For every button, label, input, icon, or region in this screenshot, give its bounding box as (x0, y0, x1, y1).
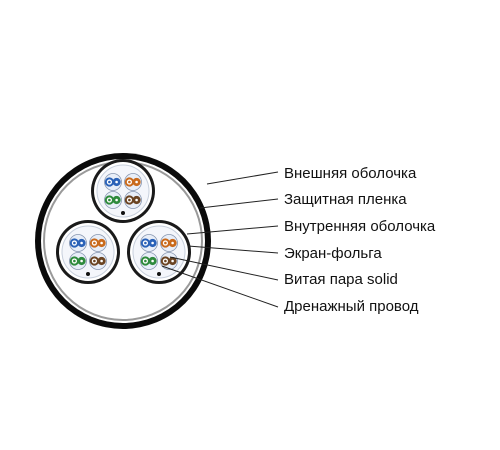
twisted-pair (104, 173, 122, 191)
conductor-core (164, 241, 167, 245)
conductor-core (100, 259, 103, 263)
callout-labels: Внешняя оболочка Защитная пленка Внутрен… (284, 165, 436, 315)
leader-outer-jacket (206, 171, 279, 185)
conductor-core (115, 180, 118, 184)
conductor-core (128, 180, 131, 184)
label-outer-jacket: Внешняя оболочка (284, 165, 417, 182)
pair-bundle-area (132, 225, 186, 279)
conductor-core (73, 241, 76, 245)
leader-drain-wire (161, 265, 279, 308)
shielded-subunit-right (127, 220, 191, 284)
drain-wire (157, 272, 161, 276)
conductor-core (135, 198, 138, 202)
conductor-core (115, 198, 118, 202)
conductor-core (93, 241, 96, 245)
conductor-core (151, 259, 154, 263)
twisted-pair (69, 252, 87, 270)
twisted-pair (124, 173, 142, 191)
conductor-core (135, 180, 138, 184)
conductor-core (80, 241, 83, 245)
leader-twisted-pair (169, 256, 279, 281)
conductor-core (144, 259, 147, 263)
leader-inner-jacket (186, 225, 279, 235)
conductor-core (108, 198, 111, 202)
shielded-subunit-top (91, 159, 155, 223)
leader-protective-film (199, 198, 279, 209)
conductor-core (93, 259, 96, 263)
conductor-core (164, 259, 167, 263)
conductor-core (128, 198, 131, 202)
drain-wire (121, 211, 125, 215)
conductor-core (151, 241, 154, 245)
twisted-pair (89, 234, 107, 252)
pair-bundle-area (96, 164, 150, 218)
twisted-pair (69, 234, 87, 252)
label-protective-film: Защитная пленка (284, 191, 407, 208)
leader-foil-screen (187, 245, 279, 254)
twisted-pair (104, 191, 122, 209)
conductor-core (80, 259, 83, 263)
cable-cross-section (35, 153, 211, 329)
twisted-pair (160, 252, 178, 270)
shielded-subunit-left (56, 220, 120, 284)
twisted-pair (140, 252, 158, 270)
drain-wire (86, 272, 90, 276)
label-inner-jacket: Внутренняя оболочка (284, 218, 436, 235)
twisted-pair (160, 234, 178, 252)
conductor-core (73, 259, 76, 263)
twisted-pair (124, 191, 142, 209)
conductor-core (108, 180, 111, 184)
label-twisted-pair-solid: Витая пара solid (284, 271, 398, 288)
pair-bundle-area (61, 225, 115, 279)
callout-leader-lines (161, 171, 279, 308)
label-foil-screen: Экран-фольга (284, 245, 382, 262)
conductor-core (171, 259, 174, 263)
conductor-core (144, 241, 147, 245)
conductor-core (171, 241, 174, 245)
twisted-pair (89, 252, 107, 270)
twisted-pair (140, 234, 158, 252)
label-drain-wire: Дренажный провод (284, 298, 419, 315)
conductor-core (100, 241, 103, 245)
